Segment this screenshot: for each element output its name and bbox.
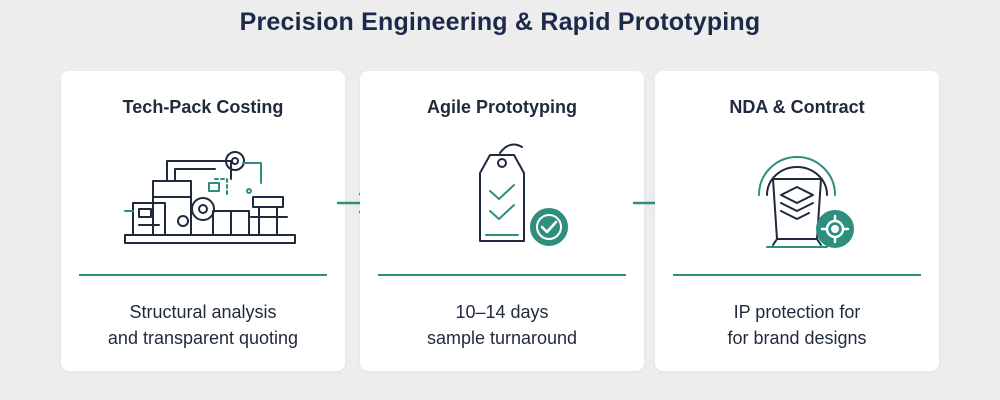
- step-title: NDA & Contract: [729, 97, 865, 117]
- step-description-line-1: 10–14 days: [455, 302, 549, 322]
- shield-settings-icon: [655, 139, 939, 259]
- step-description: Structural analysis and transparent quot…: [61, 299, 345, 351]
- checked-tag-icon: [360, 139, 644, 259]
- step-description-line-1: IP protection for: [733, 302, 861, 322]
- step-description-line-2: and transparent quoting: [107, 328, 299, 348]
- machinery-icon: [61, 139, 345, 259]
- step-description: IP protection for for brand designs: [655, 299, 939, 351]
- card-divider: [79, 274, 327, 276]
- page-title: Precision Engineering & Rapid Prototypin…: [239, 8, 761, 36]
- step-title: Agile Prototyping: [427, 97, 577, 117]
- step-card-agile-prototyping: Agile Prototyping 10–14 days sample turn…: [360, 71, 644, 371]
- step-card-tech-pack-costing: Tech-Pack Costing: [61, 71, 345, 371]
- card-divider: [378, 274, 626, 276]
- step-card-nda-contract: NDA & Contract IP protection for: [655, 71, 939, 371]
- step-description-line-2: sample turnaround: [426, 328, 578, 348]
- step-description-line-1: Structural analysis: [129, 302, 277, 322]
- card-divider: [673, 274, 921, 276]
- step-title: Tech-Pack Costing: [122, 97, 284, 117]
- step-description-line-2: for brand designs: [727, 328, 867, 348]
- step-description: 10–14 days sample turnaround: [360, 299, 644, 351]
